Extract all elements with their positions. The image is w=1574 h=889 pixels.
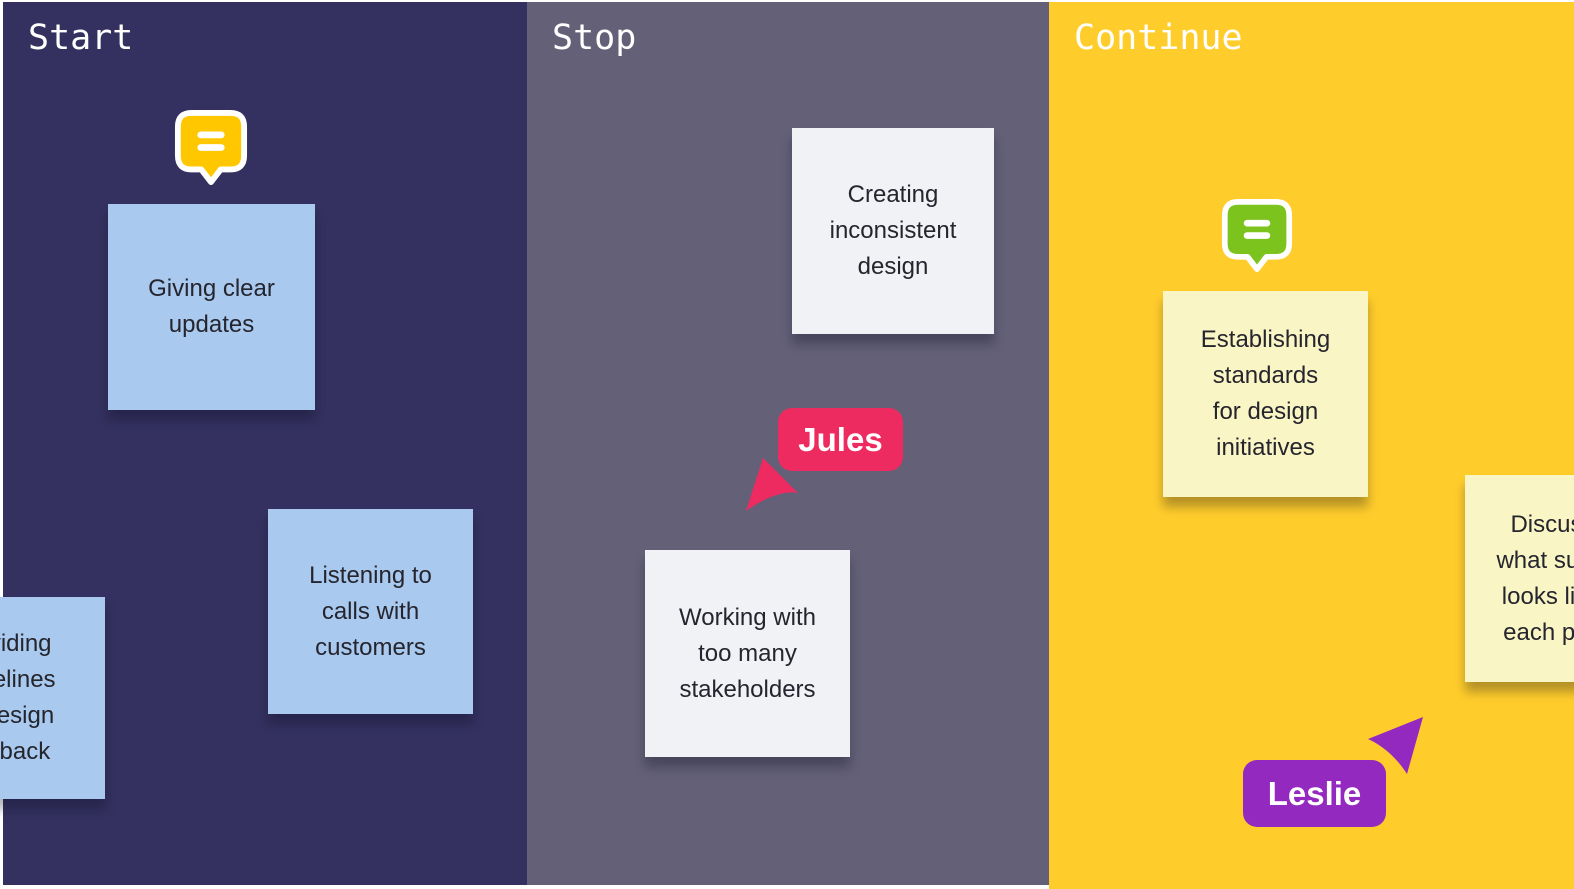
collaborator-name: Leslie bbox=[1267, 774, 1362, 812]
sticky-note[interactable]: Listening to calls with customers bbox=[268, 509, 473, 714]
section-title-start[interactable]: Start bbox=[28, 18, 134, 58]
collaborator-cursor-label: Leslie bbox=[1243, 760, 1386, 827]
cursor-arrow-icon bbox=[1368, 717, 1423, 774]
comment-bubble-icon[interactable] bbox=[174, 109, 248, 192]
sticky-note[interactable]: Discussing what success looks like for e… bbox=[1465, 475, 1574, 682]
section-title-stop[interactable]: Stop bbox=[552, 18, 637, 58]
sticky-note[interactable]: Providing guidelines for design feedback bbox=[0, 597, 105, 799]
collaborator-name: Jules bbox=[798, 420, 883, 458]
sticky-note[interactable]: Working with too many stakeholders bbox=[645, 550, 850, 757]
collaborator-cursor-label: Jules bbox=[778, 408, 903, 471]
cursor-arrow-icon bbox=[746, 458, 798, 511]
comment-bubble-icon[interactable] bbox=[1221, 198, 1293, 279]
sticky-note[interactable]: Giving clear updates bbox=[108, 204, 315, 410]
speech-bubble-icon bbox=[174, 110, 248, 185]
speech-bubble-icon bbox=[1221, 199, 1293, 272]
sticky-note[interactable]: Creating inconsistent design bbox=[792, 128, 994, 334]
sticky-note[interactable]: Establishing standards for design initia… bbox=[1163, 291, 1368, 497]
section-title-continue[interactable]: Continue bbox=[1074, 18, 1243, 58]
